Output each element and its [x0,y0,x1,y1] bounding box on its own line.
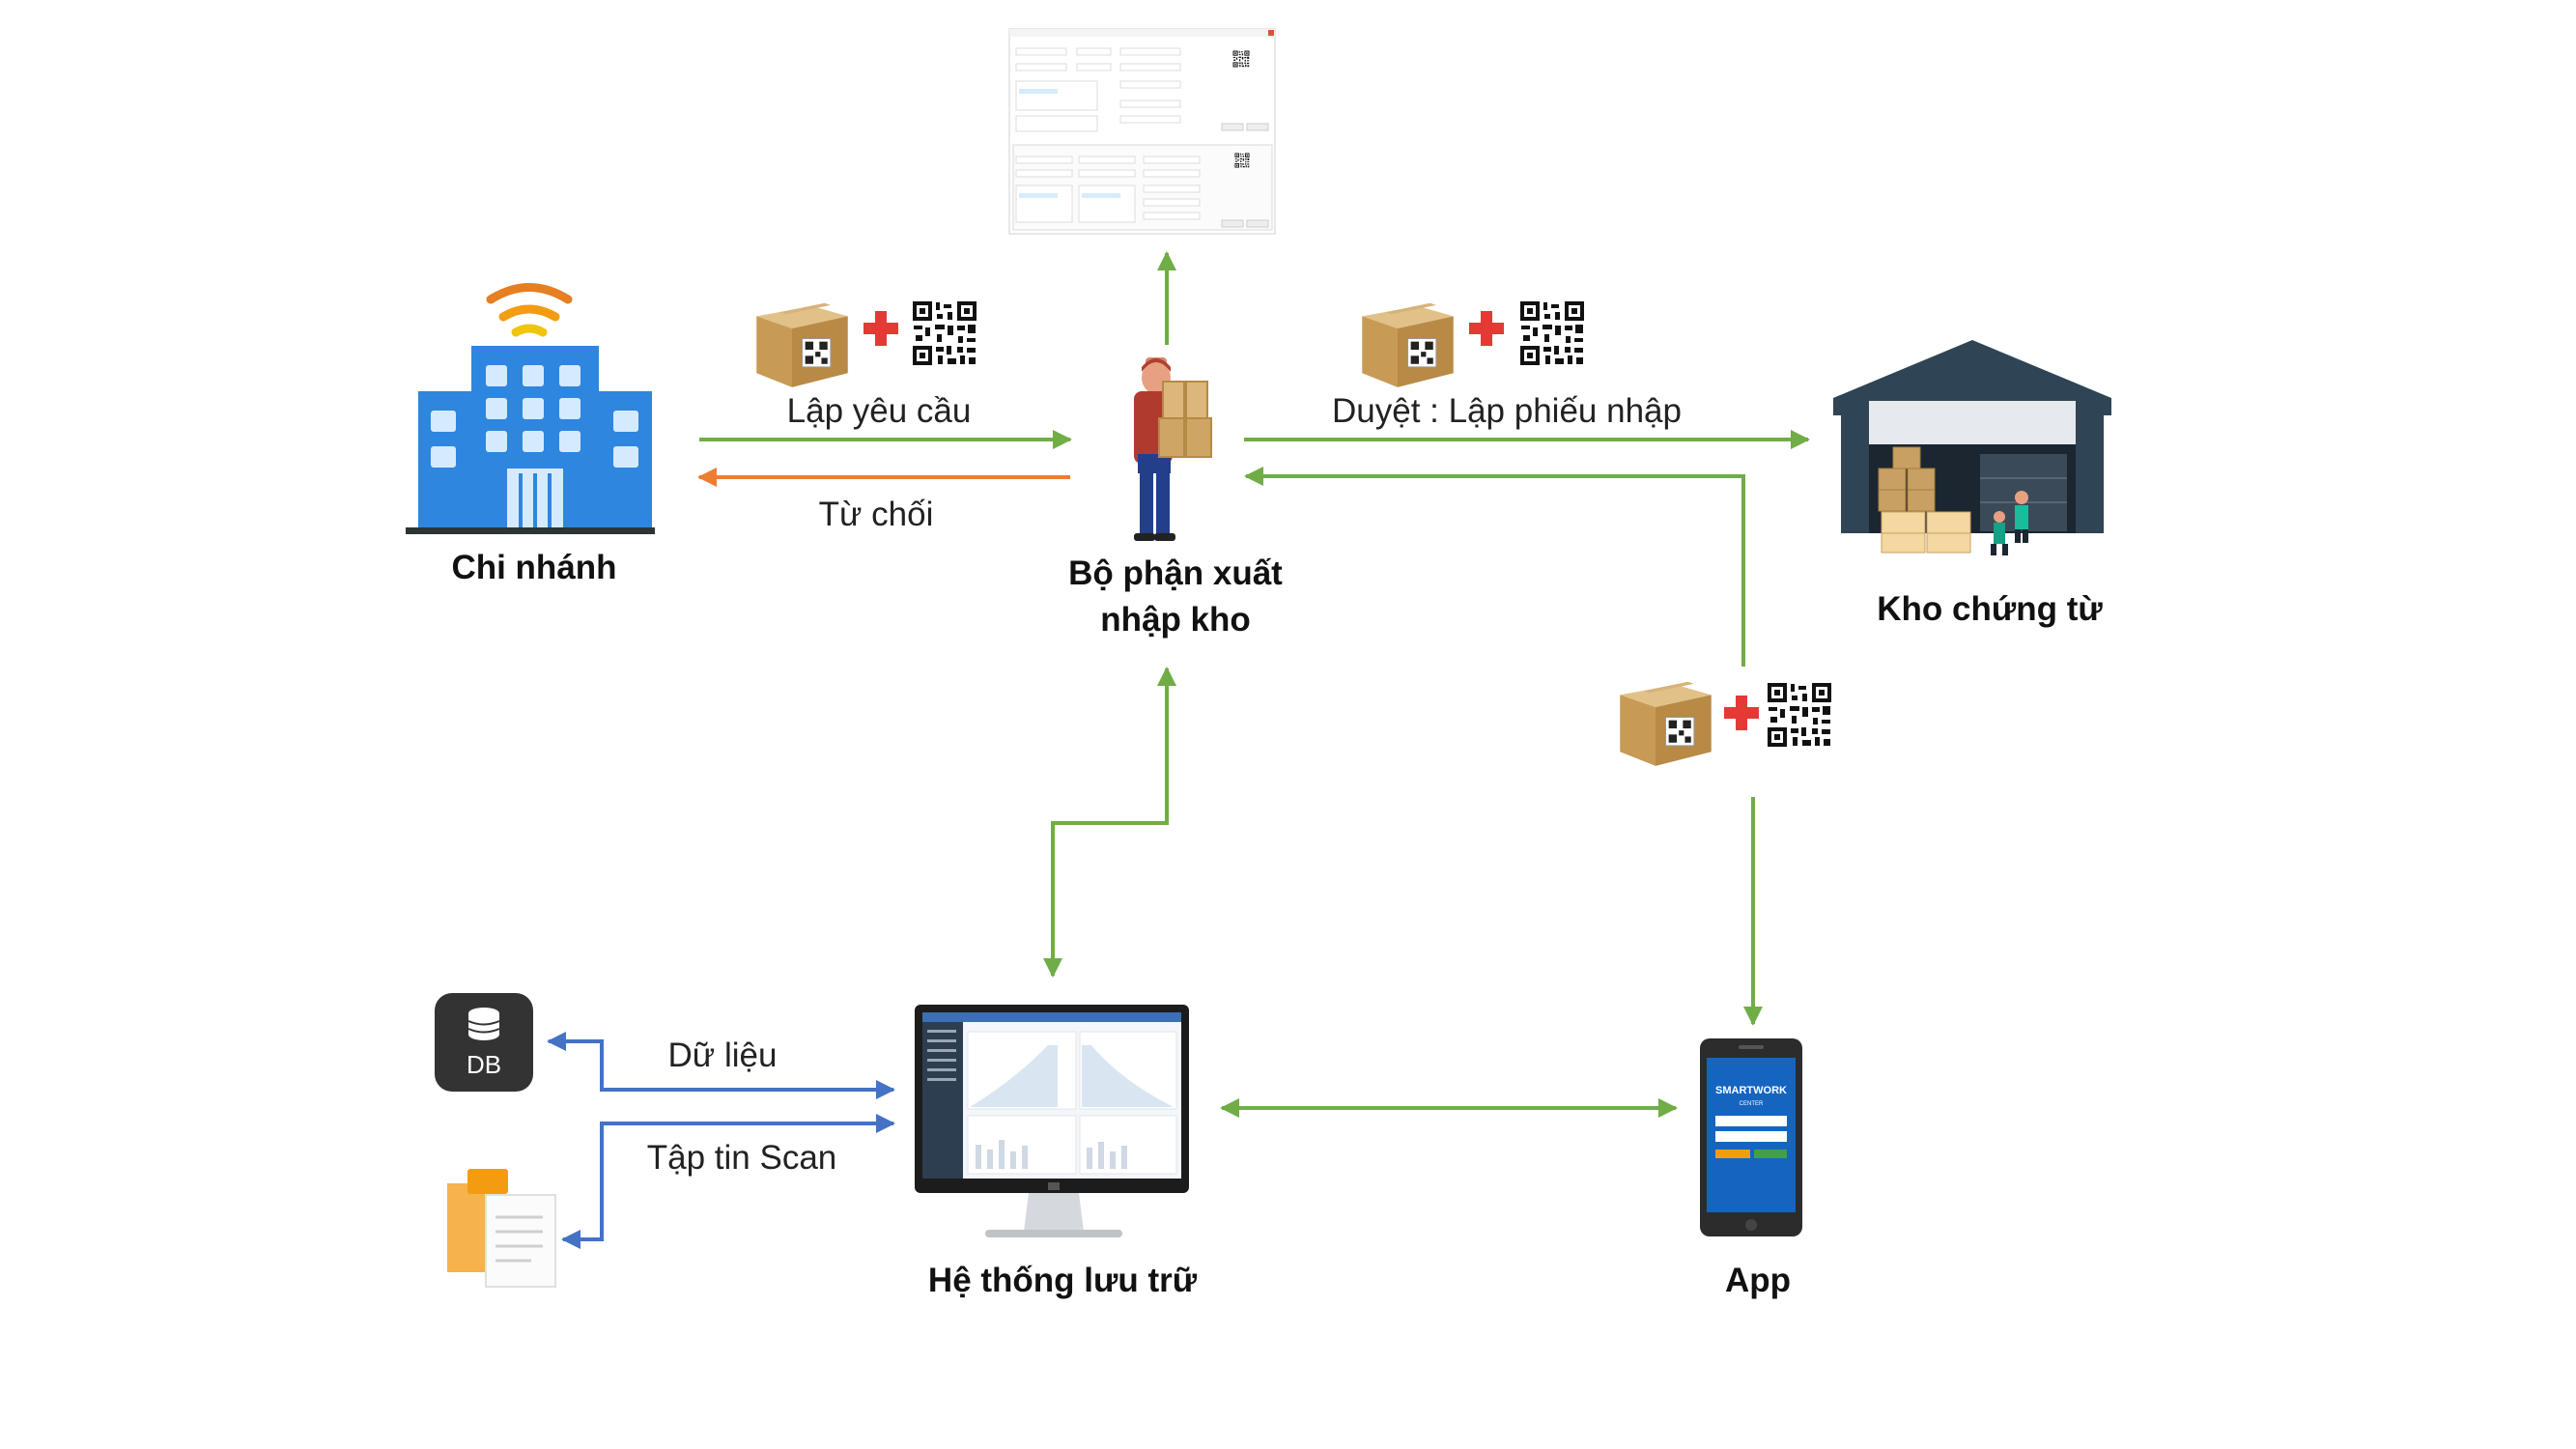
documents-icon [447,1169,556,1288]
arrow-storage-dept [1043,667,1176,978]
phone-brand-sub: CENTER [1740,1101,1764,1107]
arrow-scan-files [561,1114,895,1249]
monitor-icon [915,1005,1189,1237]
form-screenshot [1008,28,1276,235]
database-icon: DB [435,993,533,1092]
package-qr-icon [1619,681,1713,767]
plus-icon [1469,311,1504,346]
node-branch: Chi nhánh [451,549,616,586]
package-qr-group-request [755,299,978,388]
qr-code-icon [1766,681,1833,749]
edge-reject: Từ chối [819,496,934,533]
edge-data: Dữ liệu [668,1037,778,1074]
node-dept-line1: Bộ phận xuất [1068,554,1283,592]
plus-icon [1724,696,1759,730]
package-qr-icon [1361,302,1455,388]
plus-icon [863,311,898,346]
package-qr-group-approve [1361,299,1586,388]
node-dept-line2: nhập kho [1100,601,1251,639]
node-app: App [1725,1262,1791,1299]
package-qr-group-app [1619,681,1833,767]
db-badge: DB [467,1050,501,1079]
edge-create-request: Lập yêu cầu [787,392,972,430]
phone-brand: SMARTWORK [1715,1085,1787,1096]
arrow-warehouse-return [1244,467,1745,667]
package-qr-icon [755,302,849,388]
warehouse-icon [1833,340,2111,555]
arrow-data [547,1032,895,1099]
qr-code-icon [911,299,978,367]
node-warehouse: Kho chứng từ [1877,590,2103,628]
qr-code-icon [1518,299,1586,367]
edge-scan-files: Tập tin Scan [647,1139,837,1177]
building-wifi-icon [406,283,655,534]
edge-approve: Duyệt : Lập phiếu nhập [1332,392,1682,430]
smartphone-icon: SMARTWORK CENTER [1700,1038,1802,1236]
node-storage: Hệ thống lưu trữ [928,1262,1198,1299]
worker-carrying-box-icon [1134,357,1212,541]
